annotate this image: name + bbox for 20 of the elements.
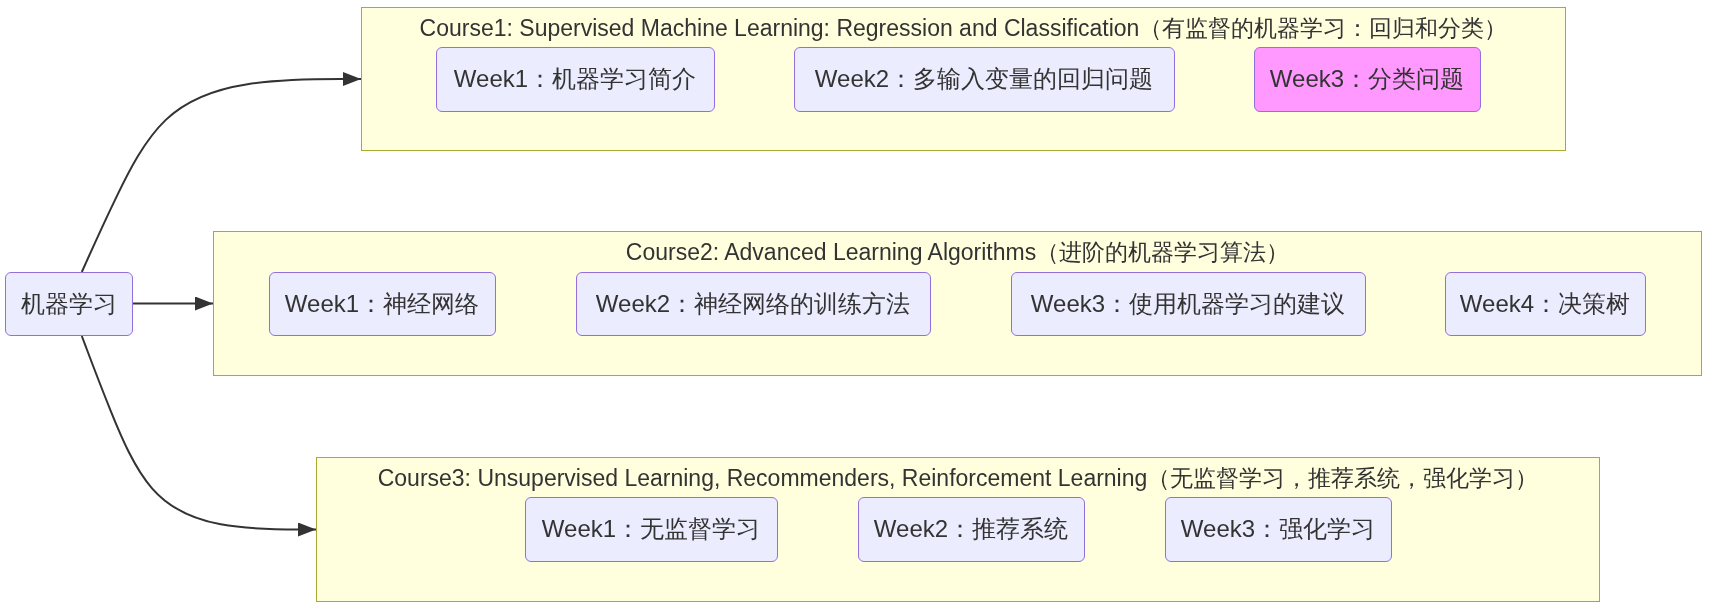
process-box: Week2：神经网络的训练方法 <box>575 271 931 336</box>
process-box: Week2：推荐系统 <box>857 496 1085 562</box>
group-panel <box>361 7 1566 151</box>
process-box: Week3：分类问题 <box>1253 46 1481 112</box>
process-box: Week1：无监督学习 <box>524 496 778 562</box>
group-panel <box>213 231 1702 376</box>
process-box: 机器学习 <box>5 272 133 336</box>
process-box: Week3：使用机器学习的建议 <box>1010 271 1366 336</box>
group-title: Course3: Unsupervised Learning, Recommenders, Reinforcement Learning（无监督学习，推荐系统，强化学习） <box>377 464 1539 492</box>
process-box: Week2：多输入变量的回归问题 <box>793 46 1175 112</box>
arrow <box>80 72 362 273</box>
arrow <box>132 296 214 311</box>
group-panel <box>316 457 1600 602</box>
group-title: Course2: Advanced Learning Algorithms（进阶的机器学习算法） <box>625 238 1290 266</box>
group-title: Course1: Supervised Machine Learning: Regression and Classification（有监督的机器学习：回归和分类） <box>419 14 1508 42</box>
arrow <box>80 335 317 537</box>
process-box: Week1：神经网络 <box>268 271 496 336</box>
process-box: Week1：机器学习简介 <box>435 46 715 112</box>
process-box: Week4：决策树 <box>1444 271 1646 336</box>
process-box: Week3：强化学习 <box>1164 496 1392 562</box>
